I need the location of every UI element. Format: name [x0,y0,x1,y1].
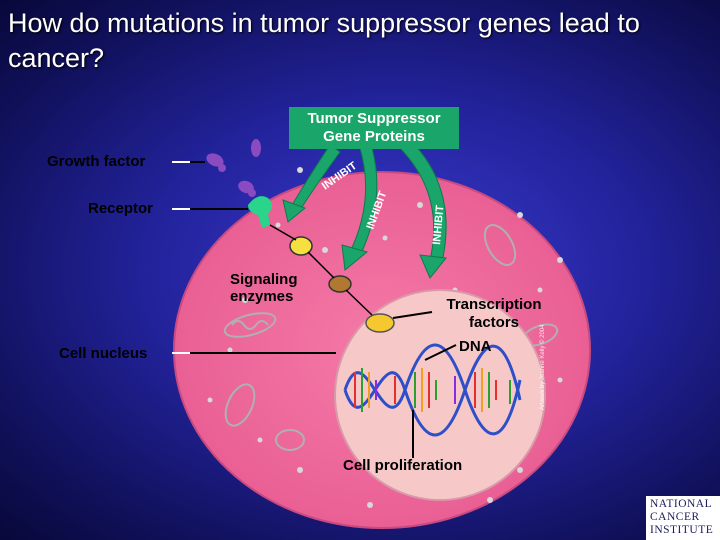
inhibit-arrows [282,141,447,279]
receptor [248,196,272,228]
signaling-enzymes-label: Signaling enzymes [230,271,298,305]
transcription-factor [365,313,395,333]
receptor-label: Receptor [88,200,154,217]
cell-proliferation-label: Cell proliferation [343,457,463,474]
tumor-suppressor-box: Tumor Suppressor Gene Proteins [289,107,459,149]
enzyme-yellow [289,236,313,256]
growth-factors [206,139,261,197]
dna-label: DNA [459,338,492,355]
artwork-credit: Artwork by Jeanne Kelly © 2004 [540,324,546,410]
cell-nucleus-label: Cell nucleus [59,345,148,362]
inhibit-label-3: INHIBIT [431,204,446,245]
dna-leader [424,344,457,361]
growth-factor-label: Growth factor [47,153,146,170]
dna-helix [343,343,522,437]
transcription-leader [392,311,433,319]
cytoplasm-dots [207,167,563,508]
nucleus [334,289,546,501]
enzyme-brown [328,275,352,293]
slide-title: How do mutations in tumor suppressor gen… [8,8,640,73]
transcription-factors-label: Transcription factors [446,296,542,331]
nci-logo: NATIONAL CANCER INSTITUTE [646,496,720,540]
